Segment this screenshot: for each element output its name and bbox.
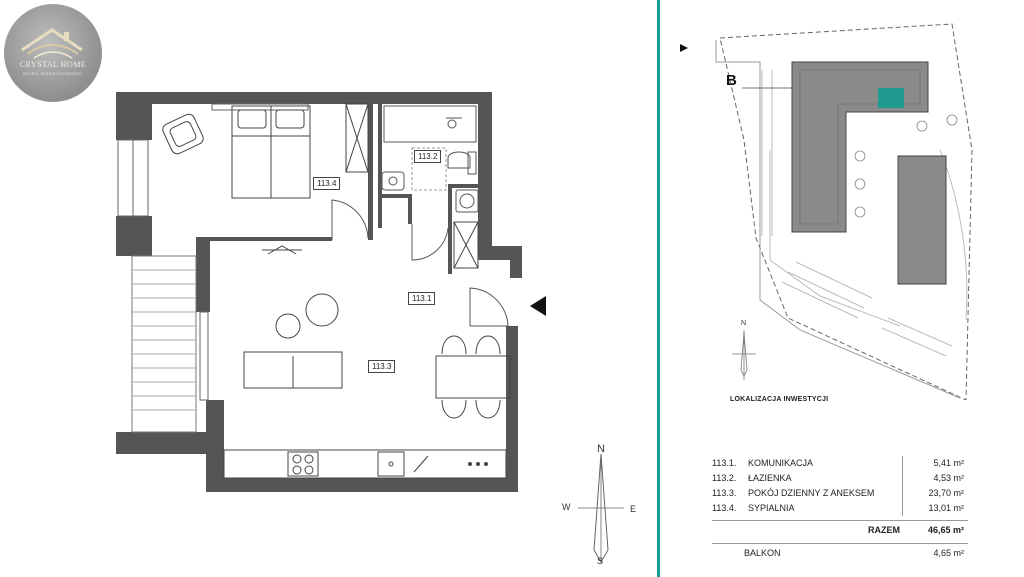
armchair — [162, 113, 204, 155]
room-name: SYPIALNIA — [748, 503, 795, 513]
room-area: 13,01 m² — [928, 503, 964, 513]
column-separator — [902, 456, 903, 471]
table-divider — [712, 543, 968, 544]
wardrobe — [345, 103, 369, 173]
room-area: 23,70 m² — [928, 488, 964, 498]
compass-south: S — [597, 556, 604, 566]
site-compass-north: N — [741, 320, 747, 327]
room-name: POKÓJ DZIENNY Z ANEKSEM — [748, 488, 875, 498]
compass-west: W — [562, 502, 571, 512]
room-row: 113.1. KOMUNIKACJA 5,41 m² — [712, 456, 968, 473]
room-name: KOMUNIKACJA — [748, 458, 814, 468]
site-caption: LOKALIZACJA INWESTYCJI — [730, 396, 829, 403]
total-row: RAZEM 46,65 m² — [712, 525, 968, 541]
balcony-row: BALKON 4,65 m² — [712, 548, 968, 563]
room-name: ŁAZIENKA — [748, 473, 792, 483]
room-area: 4,53 m² — [933, 473, 964, 483]
room-area-table: 113.1. KOMUNIKACJA 5,41 m² 113.2. ŁAZIEN… — [712, 456, 968, 563]
total-label: RAZEM — [868, 525, 900, 535]
room-number: 113.2. — [712, 473, 737, 483]
entrance-arrow-icon — [530, 296, 546, 316]
compass-rose-icon — [578, 453, 624, 563]
balcony-area: 4,65 m² — [933, 548, 964, 558]
room-row: 113.4. SYPIALNIA 13,01 m² — [712, 501, 968, 518]
site-plan — [680, 23, 973, 400]
room-number: 113.3. — [712, 488, 737, 498]
entrance-door — [469, 287, 509, 327]
room-number: 113.4. — [712, 503, 737, 513]
kitchen-counter — [223, 449, 507, 479]
room-label-living: 113.3 — [368, 360, 396, 373]
column-separator — [902, 486, 903, 501]
site-compass-icon — [732, 330, 756, 380]
logo-tagline: BIURO NIERUCHOMOŚCI — [23, 71, 83, 76]
room-label-bedroom: 113.4 — [313, 177, 341, 190]
building-b — [791, 61, 929, 233]
house-roof-icon — [21, 28, 83, 59]
windows — [117, 103, 309, 401]
bed — [231, 105, 311, 199]
living-room-furniture — [243, 245, 511, 419]
room-area: 5,41 m² — [933, 458, 964, 468]
compass-north: N — [597, 443, 605, 455]
column-separator — [902, 471, 903, 486]
floor-plan — [116, 92, 546, 492]
room-row: 113.3. POKÓJ DZIENNY Z ANEKSEM 23,70 m² — [712, 486, 968, 503]
bathroom-fixtures — [381, 105, 479, 213]
bedroom-door — [331, 199, 369, 240]
balcony — [131, 255, 197, 433]
logo-name: CRYSTAL HOME — [19, 60, 87, 69]
room-row: 113.2. ŁAZIENKA 4,53 m² — [712, 471, 968, 488]
room-label-corridor: 113.1 — [408, 292, 436, 305]
room-number: 113.1. — [712, 458, 737, 468]
bathroom-door — [411, 224, 449, 261]
compass-east: E — [630, 504, 637, 514]
highlighted-apartment — [878, 88, 904, 108]
room-label-bathroom: 113.2 — [414, 150, 442, 163]
hall-wardrobe — [453, 221, 479, 269]
crystal-home-logo: CRYSTAL HOME BIURO NIERUCHOMOŚCI — [4, 4, 102, 102]
column-separator — [902, 501, 903, 516]
table-divider — [712, 520, 968, 521]
total-area: 46,65 m² — [927, 525, 964, 535]
building-letter: B — [726, 72, 737, 89]
site-entry-arrow-icon — [680, 44, 688, 52]
section-divider — [657, 0, 660, 577]
walls — [116, 92, 522, 492]
neighbor-building — [897, 155, 947, 285]
balcony-label: BALKON — [744, 548, 781, 558]
